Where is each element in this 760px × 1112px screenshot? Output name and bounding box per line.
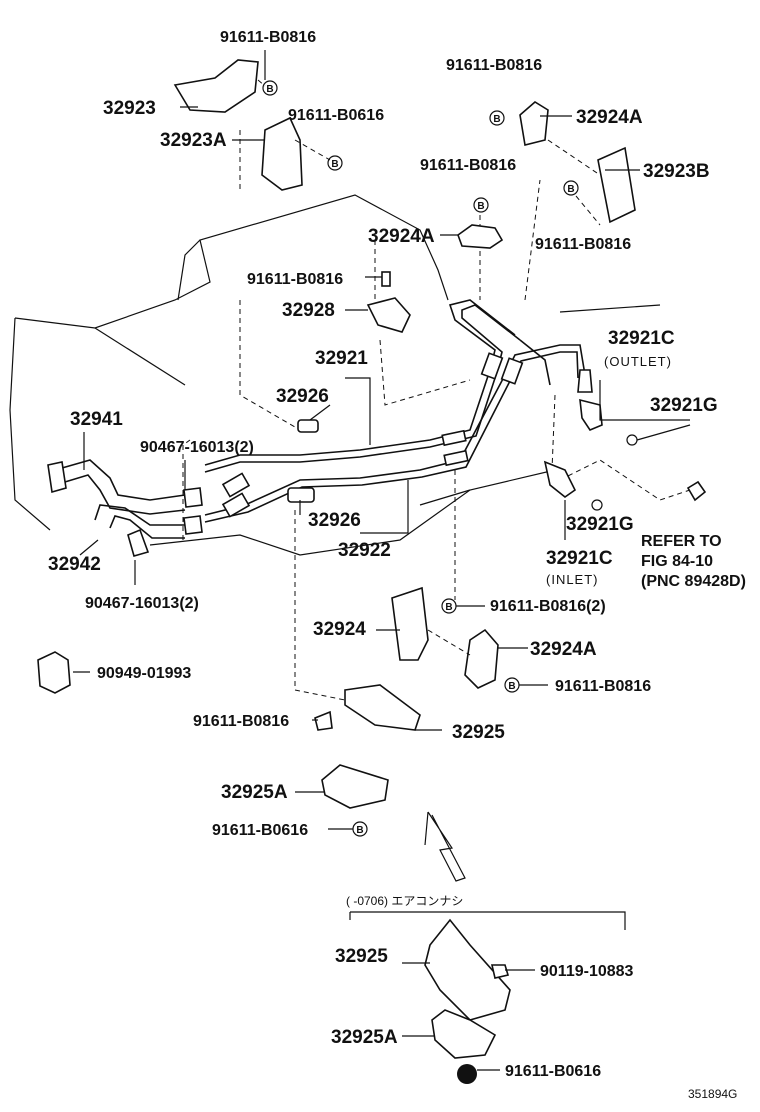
figure-id: 351894G [688, 1087, 737, 1101]
bracket-32925-assembly [314, 684, 421, 837]
label-32921g: 32921G [650, 395, 718, 416]
label-32925: 32925 [452, 722, 505, 743]
label-90119-10883: 90119-10883 [540, 963, 634, 980]
label-32942: 32942 [48, 554, 101, 575]
front-arrow [424, 811, 466, 882]
label-outlet: (OUTLET) [604, 354, 672, 369]
bracket-32923-assembly [173, 59, 343, 191]
label-32925a: 32925A [331, 1027, 398, 1048]
sleeves-32926 [287, 419, 319, 503]
bolt-marker: B [508, 681, 515, 692]
label-32925a: 32925A [221, 782, 288, 803]
label-32924: 32924 [313, 619, 366, 640]
label-91611-b0816: 91611-B0816 [446, 57, 542, 74]
clamp-90949 [37, 651, 71, 694]
label-32921c: 32921C [546, 548, 613, 569]
bolt-marker: B [493, 114, 500, 125]
label-91611-b0816: 91611-B0816 [247, 271, 343, 288]
label-91611-b0616: 91611-B0616 [288, 107, 384, 124]
label-inlet: (INLET) [546, 572, 599, 587]
bolt-marker: B [567, 184, 574, 195]
label-91611-b0816-x2: 91611-B0816(2) [490, 598, 606, 615]
label-variant-note: ( -0706) エアコンナシ [346, 894, 463, 908]
label-91611-b0816: 91611-B0816 [193, 713, 289, 730]
label-91611-b0616: 91611-B0616 [212, 822, 308, 839]
label-32921c: 32921C [608, 328, 675, 349]
label-32928: 32928 [282, 300, 335, 321]
label-91611-b0816: 91611-B0816 [220, 29, 316, 46]
part-labels: 91611-B0816 32923 91611-B0616 32923A 916… [48, 29, 746, 1101]
label-90467-16013: 90467-16013(2) [85, 595, 199, 612]
bracket-32924-assembly [391, 586, 520, 693]
label-32923: 32923 [103, 98, 156, 119]
label-91611-b0816: 91611-B0816 [535, 236, 631, 253]
label-32924a: 32924A [530, 639, 597, 660]
coolant-pipes [204, 299, 586, 523]
label-91611-b0816: 91611-B0816 [420, 157, 516, 174]
label-refer-to: REFER TO [641, 533, 722, 550]
label-32926: 32926 [276, 386, 329, 407]
pipe-fittings [543, 369, 707, 511]
label-32921: 32921 [315, 348, 368, 369]
label-pnc: (PNC 89428D) [641, 573, 746, 590]
bolt-marker: B [477, 201, 484, 212]
label-32924a: 32924A [576, 107, 643, 128]
bolt-marker: B [331, 159, 338, 170]
bolt-marker: B [266, 84, 273, 95]
label-32923a: 32923A [160, 130, 227, 151]
floor-panel-outline [9, 130, 691, 701]
label-90949-01993: 90949-01993 [97, 665, 191, 682]
bolt-marker: B [356, 825, 363, 836]
label-32941: 32941 [70, 409, 123, 430]
label-32923b: 32923B [643, 161, 710, 182]
label-32922: 32922 [338, 540, 391, 561]
label-32921g: 32921G [566, 514, 634, 535]
bolt-marker: B [445, 602, 452, 613]
bracket-32923b-assembly [457, 101, 636, 249]
label-32924a: 32924A [368, 226, 435, 247]
bolt-markers: B B B B B B B B [266, 84, 574, 836]
label-32925: 32925 [335, 946, 388, 967]
leader-lines [73, 50, 690, 1071]
variant-box [349, 911, 626, 1084]
bracket-32928 [366, 271, 411, 333]
label-32926: 32926 [308, 510, 361, 531]
label-fig-84-10: FIG 84-10 [641, 553, 713, 570]
label-90467-16013: 90467-16013(2) [140, 439, 254, 456]
label-91611-b0616: 91611-B0616 [505, 1063, 601, 1080]
label-91611-b0816: 91611-B0816 [555, 678, 651, 695]
